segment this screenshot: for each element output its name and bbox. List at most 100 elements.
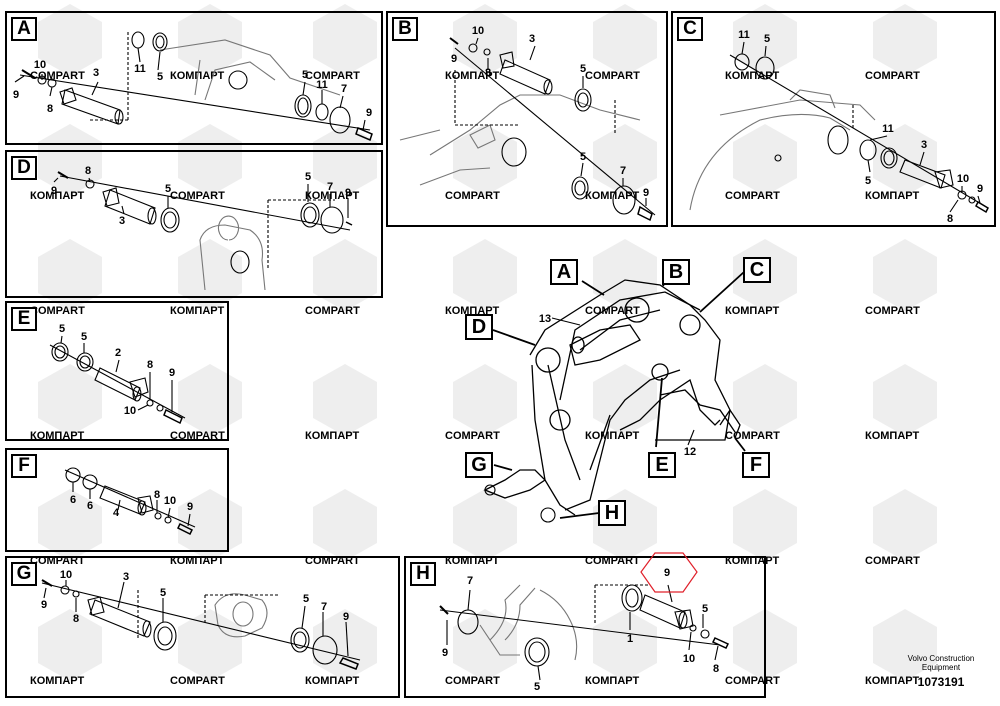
panel-e-tag: E — [11, 307, 37, 331]
part-number-label: 5 — [580, 151, 586, 163]
panel-c: C — [671, 11, 996, 227]
part-number-label: 7 — [341, 83, 347, 95]
svg-text:КОМПАРТ: КОМПАРТ — [170, 555, 224, 567]
part-number-label: 3 — [921, 139, 927, 151]
svg-text:КОМПАРТ: КОМПАРТ — [865, 190, 919, 202]
watermark-mark: КОМПАРТ — [30, 124, 102, 202]
overview-part-label: 12 — [684, 446, 696, 458]
panel-d-tag: D — [11, 156, 37, 180]
panel-b-tag: B — [392, 17, 418, 41]
callout-e: E — [648, 452, 676, 478]
part-number-label: 5 — [305, 171, 311, 183]
svg-text:КОМПАРТ: КОМПАРТ — [865, 430, 919, 442]
svg-text:COMPART: COMPART — [30, 555, 85, 567]
svg-text:COMPART: COMPART — [725, 190, 780, 202]
callout-c: C — [743, 257, 771, 283]
watermark-mark: COMPART — [305, 239, 377, 317]
svg-text:КОМПАРТ: КОМПАРТ — [170, 305, 224, 317]
callout-g: G — [465, 452, 493, 478]
svg-text:COMPART: COMPART — [170, 675, 225, 687]
drawing-number: 1073191 — [917, 675, 965, 689]
svg-text:КОМПАРТ: КОМПАРТ — [305, 190, 359, 202]
part-number-label: 8 — [147, 359, 153, 371]
svg-text:COMPART: COMPART — [725, 430, 780, 442]
panel-h-tag: H — [410, 562, 436, 586]
svg-text:COMPART: COMPART — [445, 190, 500, 202]
part-number-label: 7 — [321, 601, 327, 613]
watermark-mark: КОМПАРТ — [445, 489, 517, 567]
watermark-mark: КОМПАРТ — [585, 609, 657, 687]
panel-f-tag: F — [11, 454, 37, 478]
panel-a-tag: A — [11, 17, 37, 41]
svg-text:КОМПАРТ: КОМПАРТ — [725, 305, 779, 317]
callout-d: D — [465, 314, 493, 340]
callout-h: H — [598, 500, 626, 526]
callout-a: A — [550, 259, 578, 285]
part-number-label: 4 — [113, 507, 120, 519]
watermark-mark: КОМПАРТ — [170, 489, 242, 567]
overview-part-label: 13 — [539, 313, 551, 325]
part-number-label: 9 — [345, 187, 351, 199]
part-number-label: 9 — [343, 611, 349, 623]
svg-text:КОМПАРТ: КОМПАРТ — [445, 555, 499, 567]
part-number-label: 8 — [47, 103, 53, 115]
part-number-label: 9 — [51, 185, 57, 197]
part-number-label: 8 — [154, 489, 160, 501]
watermark-mark: COMPART — [445, 364, 517, 442]
part-number-label: 1 — [627, 633, 633, 645]
svg-text:КОМПАРТ: КОМПАРТ — [445, 70, 499, 82]
watermark-mark: COMPART — [445, 124, 517, 202]
watermark-mark: КОМПАРТ — [865, 364, 937, 442]
svg-text:COMPART: COMPART — [445, 675, 500, 687]
watermark-mark: КОМПАРТ — [585, 124, 657, 202]
svg-text:КОМПАРТ: КОМПАРТ — [30, 190, 84, 202]
part-number-label: 11 — [738, 29, 750, 41]
svg-text:COMPART: COMPART — [865, 555, 920, 567]
part-number-label: 8 — [73, 613, 79, 625]
part-number-label: 7 — [467, 575, 473, 587]
part-number-label: 10 — [957, 173, 969, 185]
svg-text:КОМПАРТ: КОМПАРТ — [865, 675, 919, 687]
panel-g-tag: G — [11, 562, 37, 586]
part-number-label: 8 — [485, 67, 491, 79]
svg-text:КОМПАРТ: КОМПАРТ — [30, 675, 84, 687]
part-number-label: 5 — [865, 175, 871, 187]
watermark-mark: КОМПАРТ — [170, 239, 242, 317]
svg-text:COMPART: COMPART — [305, 305, 360, 317]
watermark-mark: КОМПАРТ — [865, 609, 937, 687]
callout-b: B — [662, 259, 690, 285]
part-number-label: 5 — [580, 63, 586, 75]
part-number-label: 3 — [123, 571, 129, 583]
watermark-mark: КОМПАРТ — [305, 364, 377, 442]
part-number-label: 9 — [13, 89, 19, 101]
watermark-mark: COMPART — [725, 364, 797, 442]
panel-d: D — [5, 150, 383, 298]
svg-text:COMPART: COMPART — [445, 430, 500, 442]
part-number-label: 3 — [93, 67, 99, 79]
part-number-label: 5 — [302, 69, 308, 81]
part-number-label: 8 — [947, 213, 953, 225]
watermark-mark: COMPART — [30, 239, 102, 317]
part-number-label: 7 — [327, 181, 333, 193]
watermark-mark: КОМПАРТ — [305, 124, 377, 202]
svg-text:КОМПАРТ: КОМПАРТ — [585, 675, 639, 687]
part-number-label: 9 — [664, 567, 670, 579]
part-number-label: 5 — [157, 71, 163, 83]
part-number-label: 9 — [442, 647, 448, 659]
part-1-highlight — [640, 552, 698, 593]
part-number-label: 9 — [977, 183, 983, 195]
panel-e: E — [5, 301, 229, 441]
panel-g-art — [41, 579, 361, 670]
part-number-label: 7 — [620, 165, 626, 177]
callout-f: F — [742, 452, 770, 478]
watermark-mark: COMPART — [725, 124, 797, 202]
watermark-mark: КОМПАРТ — [30, 609, 102, 687]
part-number-label: 3 — [119, 215, 125, 227]
panel-a-art — [14, 31, 373, 142]
svg-text:COMPART: COMPART — [585, 70, 640, 82]
part-number-label: 10 — [34, 59, 46, 71]
svg-text:COMPART: COMPART — [585, 555, 640, 567]
watermark-mark: COMPART — [585, 4, 657, 82]
part-number-label: 8 — [85, 165, 91, 177]
